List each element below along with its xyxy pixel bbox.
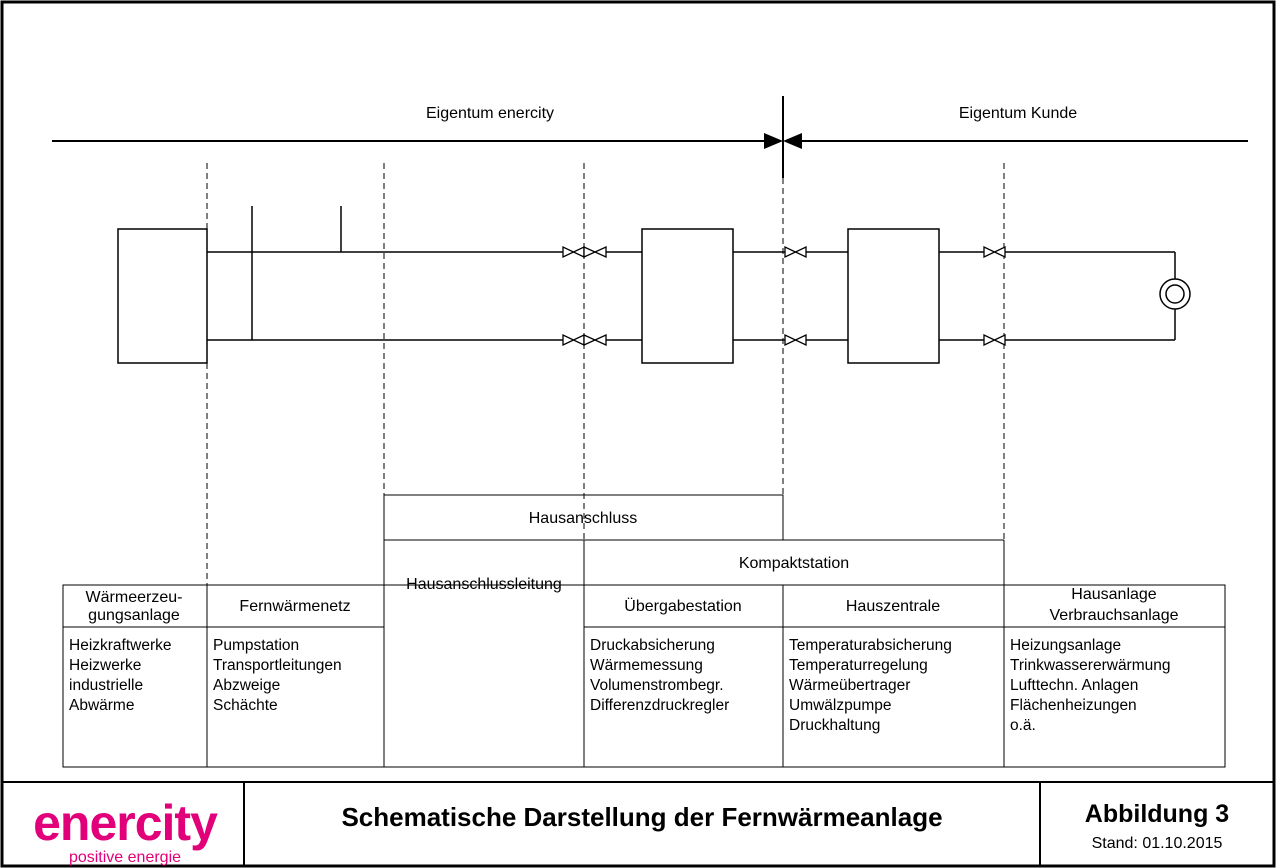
- table-header: Hauszentrale: [846, 598, 940, 615]
- footer: enercity positive energie Schematische D…: [2, 781, 1274, 866]
- table-header: Übergabestation: [624, 597, 741, 615]
- generator-box: [117, 228, 208, 364]
- ownership-boundary: Eigentum enercity Eigentum Kunde: [52, 96, 1248, 178]
- group-boxes: [383, 494, 1005, 585]
- table-headers: Wärmeerzeu- gungsanlage Fernwärmenetz Ha…: [86, 576, 1179, 624]
- table-cell-line: Lufttechn. Anlagen: [1010, 677, 1138, 694]
- figure-number: Abbildung 3: [1085, 800, 1229, 828]
- table-cell-line: Wärmeübertrager: [789, 677, 910, 694]
- enercity-logo: enercity: [33, 795, 218, 851]
- table-header: Hausanlage: [1071, 586, 1157, 603]
- table-header: Verbrauchsanlage: [1050, 607, 1179, 624]
- table-cell-line: Temperaturregelung: [789, 657, 928, 674]
- component-table: [62, 584, 1226, 768]
- valve-icon: [562, 245, 585, 259]
- table-cell-line: Umwälzpumpe: [789, 697, 892, 714]
- consumer-icon: [1159, 278, 1191, 310]
- table-header: Wärmeerzeu-: [86, 589, 183, 606]
- table-cell-line: industrielle: [69, 677, 143, 694]
- table-header: Fernwärmenetz: [239, 598, 350, 615]
- table-cell-line: o.ä.: [1010, 717, 1036, 734]
- table-border: [62, 584, 1226, 768]
- table-cell-line: Druckabsicherung: [590, 637, 715, 654]
- table-cell-line: Pumpstation: [213, 637, 299, 654]
- table-cell-line: Flächenheizungen: [1010, 697, 1137, 714]
- table-cell-line: Differenzdruckregler: [590, 697, 729, 714]
- valve-icon: [784, 333, 807, 347]
- table-cell-line: Heizwerke: [69, 657, 141, 674]
- house-central-box: [847, 228, 940, 364]
- hausanschluss-label: Hausanschluss: [529, 510, 638, 527]
- arrow-left-icon: [783, 133, 802, 149]
- table-cell-line: Heizungsanlage: [1010, 637, 1121, 654]
- valve-icon: [983, 333, 1006, 347]
- valve-icon: [562, 333, 585, 347]
- valve-icon: [983, 245, 1006, 259]
- table-cell-line: Abwärme: [69, 697, 134, 714]
- revision-date: Stand: 01.10.2015: [1092, 835, 1223, 852]
- table-cell-line: Volumenstrombegr.: [590, 677, 724, 694]
- table-cell-line: Trinkwassererwärmung: [1010, 657, 1171, 674]
- table-cells: Heizkraftwerke Heizwerke industrielle Ab…: [69, 637, 1171, 734]
- table-header: gungsanlage: [88, 607, 180, 624]
- piping-schematic: [117, 206, 1191, 364]
- logo-tagline: positive energie: [69, 849, 181, 866]
- kompaktstation-label: Kompaktstation: [739, 555, 849, 572]
- table-header: Hausanschlussleitung: [406, 576, 562, 593]
- ownership-right-label: Eigentum Kunde: [959, 105, 1077, 122]
- transfer-station-box: [641, 228, 734, 364]
- arrow-right-icon: [764, 133, 783, 149]
- valve-icon: [583, 245, 607, 259]
- ownership-left-label: Eigentum enercity: [426, 105, 554, 122]
- table-cell-line: Wärmemessung: [590, 657, 703, 674]
- valve-icon: [583, 333, 607, 347]
- table-cell-line: Heizkraftwerke: [69, 637, 172, 654]
- table-cell-line: Transportleitungen: [213, 657, 342, 674]
- valve-icon: [784, 245, 807, 259]
- consumer-icon-inner: [1165, 284, 1185, 304]
- table-cell-line: Schächte: [213, 697, 278, 714]
- table-cell-line: Temperaturabsicherung: [789, 637, 952, 654]
- table-cell-line: Abzweige: [213, 677, 280, 694]
- table-cell-line: Druckhaltung: [789, 717, 880, 734]
- valves: [562, 245, 1006, 347]
- page-title: Schematische Darstellung der Fernwärmean…: [341, 802, 942, 832]
